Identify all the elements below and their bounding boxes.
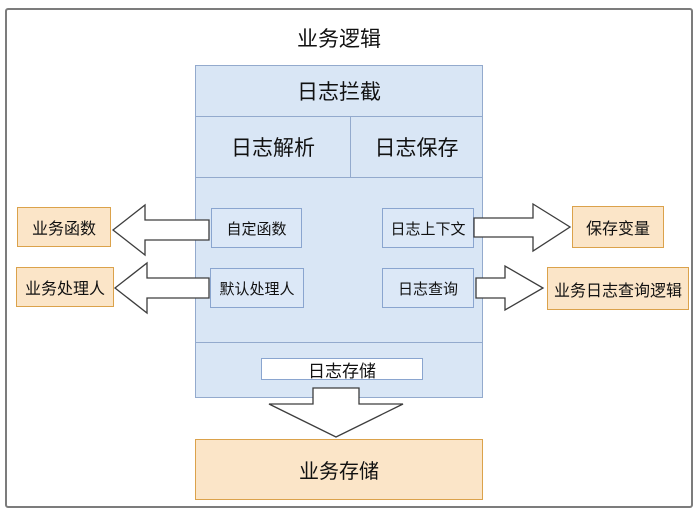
log-interceptor-container: 日志拦截 日志解析 日志保存 自定函数 日志上下文 默认处理人 日志查询 日志存… <box>195 65 483 398</box>
node-log-query: 日志查询 <box>382 268 474 308</box>
column-log-saving: 日志保存 <box>374 137 459 160</box>
box-business-handler: 业务处理人 <box>16 267 114 307</box>
interceptor-columns-row: 日志解析 日志保存 <box>196 117 482 178</box>
node-log-storage: 日志存储 <box>261 358 423 381</box>
node-log-context: 日志上下文 <box>382 208 474 248</box>
node-default-handler: 默认处理人 <box>210 268 304 308</box>
box-save-variable: 保存变量 <box>572 206 664 248</box>
box-business-storage: 业务存储 <box>195 439 483 500</box>
diagram-title: 业务逻辑 <box>297 28 381 51</box>
box-business-function: 业务函数 <box>17 207 111 247</box>
node-custom-function: 自定函数 <box>211 208 302 248</box>
log-interceptor-header: 日志拦截 <box>196 66 482 117</box>
box-business-log-query-logic: 业务日志查询逻辑 <box>547 267 689 310</box>
interceptor-body: 自定函数 日志上下文 默认处理人 日志查询 <box>196 178 482 342</box>
column-log-parsing: 日志解析 <box>196 117 351 177</box>
interceptor-footer: 日志存储 <box>196 342 482 397</box>
